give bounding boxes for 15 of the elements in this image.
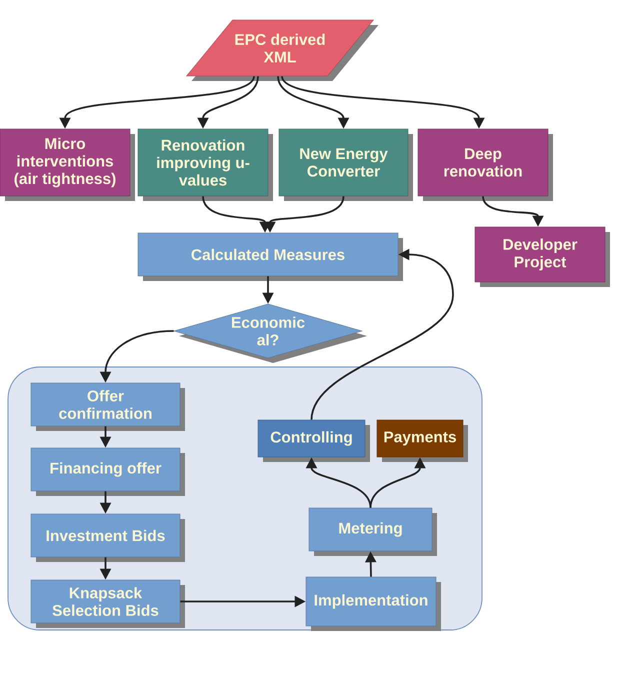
process-box: Metering bbox=[308, 508, 437, 556]
process-box: Developer Project bbox=[474, 226, 610, 287]
process-box: Controlling bbox=[258, 420, 370, 462]
process-box: Implementation bbox=[306, 576, 441, 631]
process-box: New Energy Converter bbox=[278, 128, 413, 201]
process-box: Renovation improving u- values bbox=[138, 128, 273, 201]
process-box: Calculated Measures bbox=[138, 232, 403, 281]
process-box: Deep renovation bbox=[418, 128, 553, 201]
process-box: Micro interventions (air tightness) bbox=[0, 128, 135, 201]
process-box: Offer confirmation bbox=[30, 382, 185, 431]
process-box: Financing offer bbox=[30, 448, 185, 496]
process-box: Knapsack Selection Bids bbox=[30, 580, 185, 628]
input-parallelogram: EPC derived XML bbox=[186, 20, 378, 81]
process-box: Investment Bids bbox=[30, 514, 185, 562]
process-box: Payments bbox=[376, 420, 468, 462]
